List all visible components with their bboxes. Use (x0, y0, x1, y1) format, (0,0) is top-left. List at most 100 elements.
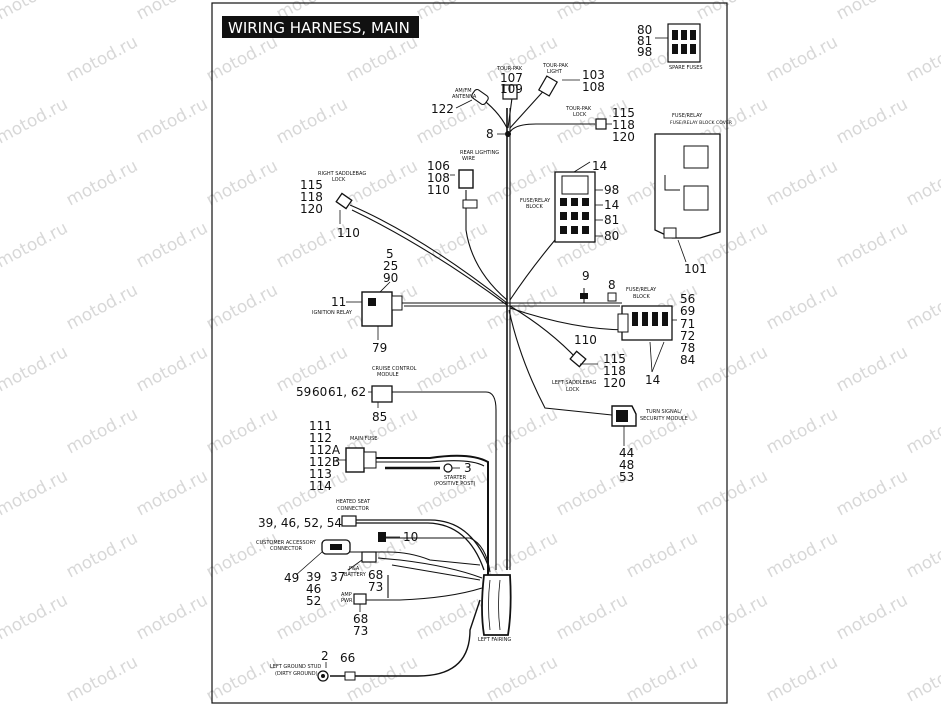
watermark-text: motod.ru (483, 652, 561, 706)
callout-heated-seat: 39, 46, 52, 54 (258, 516, 342, 530)
label-heated-seat-2: CONNECTOR (337, 506, 370, 512)
label-pa-battery-2: BATTERY (344, 572, 367, 578)
customer-accessory-connector (321, 539, 351, 555)
callout-antenna-122: 122 (431, 102, 454, 116)
label-fuse-block-cover: FUSE/RELAY BLOCK COVER (670, 120, 733, 126)
callout-main-fuse-114: 114 (309, 479, 332, 493)
watermark-text: motod.ru (763, 652, 841, 706)
watermark-text: motod.ru (623, 528, 701, 582)
label-amp-pwr-1: AMP (341, 592, 352, 598)
callout-pa-battery-39: 39 (306, 570, 321, 584)
main-fuse (345, 447, 377, 473)
watermark-text: motod.ru (553, 590, 631, 644)
callout-tour-pak-light-108: 108 (582, 80, 605, 94)
label-antenna-1: AM/FM (455, 88, 472, 94)
callout-fuse-block-lower-72: 72 (680, 329, 695, 343)
label-right-saddlebag-1: RIGHT SADDLEBAG (318, 171, 366, 177)
label-antenna-2: ANTENNA (452, 94, 477, 100)
splice-8-lower (607, 292, 617, 302)
left-saddlebag-connector (569, 350, 587, 368)
callout-rear-lighting-106: 106 (427, 159, 450, 173)
callout-ignition-relay-90: 90 (383, 271, 398, 285)
label-right-saddlebag-2: LOCK (332, 177, 346, 183)
label-customer-accessory-2: CONNECTOR (270, 546, 303, 552)
label-rear-lighting-2: WIRE (462, 156, 475, 162)
label-left-saddlebag-2: LOCK (566, 387, 580, 393)
watermark-text: motod.ru (203, 652, 281, 706)
callout-fuse-block-upper-81: 81 (604, 213, 619, 227)
callout-cruise-60: 60 (312, 385, 327, 399)
component-labels: SPARE FUSES TOUR-PAK TOUR-PAK LIGHT AM/F… (256, 63, 733, 677)
watermark-text: motod.ru (693, 590, 771, 644)
watermark-text: motod.ru (0, 94, 71, 148)
watermark-text: motod.ru (0, 528, 1, 582)
callout-spare-fuses-81: 81 (637, 34, 652, 48)
fuse-relay-block-upper (554, 171, 596, 243)
tour-pak-lock-connector (595, 118, 607, 130)
callout-ground-stud-2: 2 (321, 649, 329, 663)
label-left-saddlebag-1: LEFT SADDLEBAG (552, 380, 596, 386)
watermark-text: motod.ru (763, 280, 841, 334)
label-turn-signal-1: TURN SIGNAL/ (645, 409, 682, 415)
callout-amp-pwr-68: 68 (353, 612, 368, 626)
label-rear-lighting-1: REAR LIGHTING (460, 150, 499, 156)
callout-amp-pwr-73: 73 (353, 624, 368, 638)
callout-turn-signal-53: 53 (619, 470, 634, 484)
watermark-text: motod.ru (63, 528, 141, 582)
right-saddlebag-connector (335, 192, 353, 210)
watermark-text: motod.ru (0, 590, 71, 644)
watermark-text: motod.ru (693, 0, 771, 24)
watermark-text: motod.ru (0, 466, 71, 520)
callout-splice-10: 10 (403, 530, 418, 544)
callout-cruise-59: 59 (296, 385, 311, 399)
callout-pa-battery-46: 46 (306, 582, 321, 596)
callout-turn-signal-48: 48 (619, 458, 634, 472)
label-fuse-block-lower-1: FUSE/RELAY (626, 287, 657, 293)
callout-cruise-61-62: 61, 62 (328, 385, 366, 399)
amp-pwr-connector (353, 593, 367, 605)
callout-customer-accessory-49: 49 (284, 571, 299, 585)
label-starter-1: STARTER (444, 475, 467, 481)
watermark-text: motod.ru (0, 218, 71, 272)
label-tour-pak-light-2: LIGHT (547, 69, 563, 75)
watermark-text: motod.ru (833, 590, 911, 644)
callout-right-saddlebag-110: 110 (337, 226, 360, 240)
watermark-text: motod.ru (833, 94, 911, 148)
watermark-text: motod.ru (0, 0, 71, 24)
callout-fuse-block-lower-14: 14 (645, 373, 660, 387)
label-main-fuse: MAIN FUSE (350, 436, 377, 442)
callout-rear-lighting-108: 108 (427, 171, 450, 185)
callout-fuse-block-upper-98: 98 (604, 183, 619, 197)
callout-fuse-block-upper-14b: 14 (604, 198, 619, 212)
callout-main-fuse-112a: 112A (309, 443, 341, 457)
callout-starter-3: 3 (464, 461, 472, 475)
turn-signal-security-module (611, 405, 637, 427)
starter-post (443, 463, 453, 473)
leader-lines (295, 79, 687, 668)
watermark-text: motod.ru (903, 156, 941, 210)
spare-fuses-block (667, 23, 701, 63)
watermark-text: motod.ru (63, 280, 141, 334)
callout-ignition-relay-79: 79 (372, 341, 387, 355)
callout-ground-stud-66: 66 (340, 651, 355, 665)
fuse-relay-block-cover (654, 133, 721, 239)
callout-main-fuse-111: 111 (309, 419, 332, 433)
label-amp-pwr-2: PWR (341, 598, 353, 604)
watermark-text: motod.ru (133, 94, 211, 148)
rear-lighting-connector (458, 169, 474, 189)
label-left-fairing: LEFT FAIRING (478, 637, 511, 643)
watermark-text: motod.ru (203, 32, 281, 86)
callout-right-saddlebag-118: 118 (300, 190, 323, 204)
splice-10 (378, 532, 386, 542)
label-cruise-1: CRUISE CONTROL (372, 366, 417, 372)
callout-tour-pak-lock-118: 118 (612, 118, 635, 132)
watermark-text: motod.ru (833, 342, 911, 396)
watermark-text: motod.ru (763, 156, 841, 210)
watermark-text: motod.ru (0, 404, 1, 458)
callout-main-fuse-112b: 112B (309, 455, 340, 469)
callout-main-fuse-113: 113 (309, 467, 332, 481)
callout-fuse-block-upper-80: 80 (604, 229, 619, 243)
